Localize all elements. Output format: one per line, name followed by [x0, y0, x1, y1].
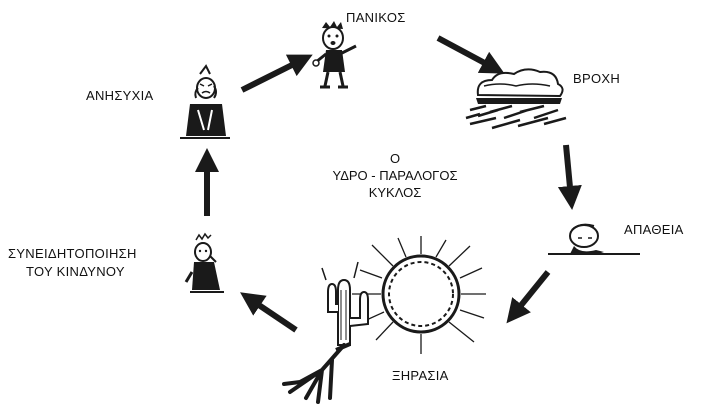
anxious-person-icon [180, 64, 230, 139]
stage-label-awareness-line2: ΤΟΥ ΚΙΝΔΥΝΟΥ [26, 264, 125, 279]
reclining-person-icon [548, 223, 640, 255]
rain-cloud-icon [465, 68, 567, 130]
arrow-panic-to-rain [436, 35, 505, 74]
cactus-icon [321, 261, 369, 346]
stage-label-panic: ΠΑΝΙΚΟΣ [346, 10, 406, 25]
stage-label-anxiety: ΑΝΗΣΥΧΙΑ [86, 88, 154, 103]
worried-person-icon [184, 232, 224, 293]
stage-label-apathy: ΑΠΑΘΕΙΑ [624, 222, 684, 237]
stage-label-rain: ΒΡΟΧΗ [573, 71, 621, 86]
center-title-line1: Ο [389, 151, 401, 166]
arrow-drought-to-awareness [240, 292, 298, 333]
stage-label-drought: ΞΗΡΑΣΙΑ [392, 368, 449, 383]
stage-label-awareness-line1: ΣΥΝΕΙΔΗΤΟΠΟΙΗΣΗ [8, 246, 137, 261]
center-title-line2: ΥΔΡΟ - ΠΑΡΑΛΟΓΟΣ [332, 168, 458, 183]
arrow-anxiety-to-panic [240, 54, 313, 93]
arrow-apathy-to-drought [506, 270, 551, 324]
center-title: Ο ΥΔΡΟ - ΠΑΡΑΛΟΓΟΣ ΚΥΚΛΟΣ [300, 150, 490, 201]
center-title-line3: ΚΥΚΛΟΣ [368, 185, 422, 200]
sun-drought-icon [352, 236, 486, 354]
panicked-person-icon [312, 21, 357, 89]
withered-roots-icon [282, 342, 351, 404]
arrow-rain-to-apathy [557, 144, 582, 210]
